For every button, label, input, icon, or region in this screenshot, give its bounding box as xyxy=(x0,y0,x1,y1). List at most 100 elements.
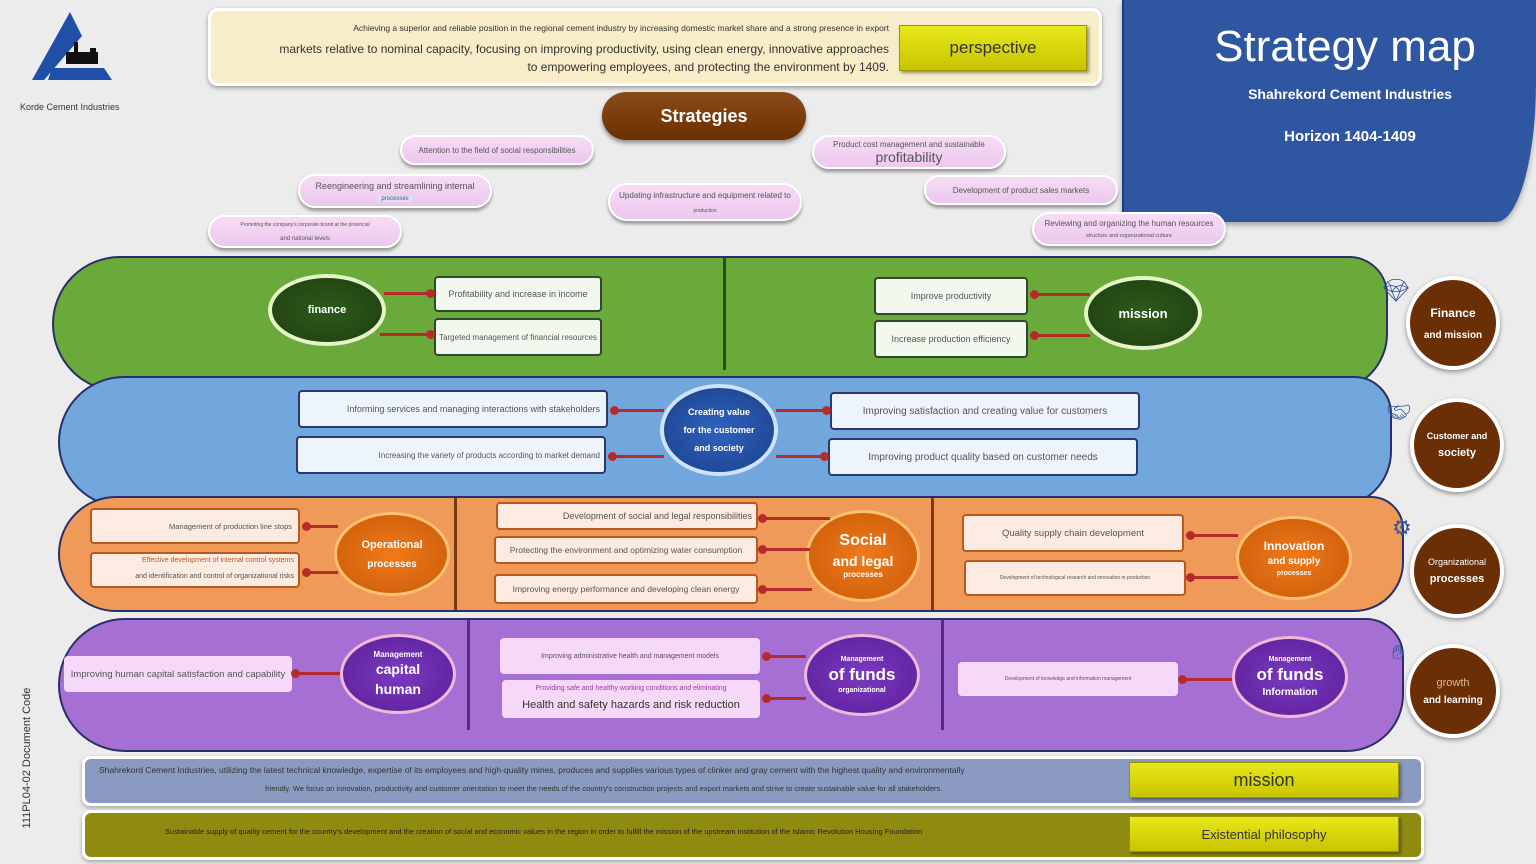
logo-triangle-icon xyxy=(32,12,112,80)
oval-label: processes xyxy=(843,570,883,580)
oval-label: for the customer xyxy=(683,425,755,435)
oval-label: Operational xyxy=(361,538,423,551)
perspective-label: perspective xyxy=(899,25,1087,71)
objective-box: Effective development of internal contro… xyxy=(90,552,300,588)
oval-label: processes xyxy=(367,558,417,570)
oval-label: Social xyxy=(839,532,887,550)
perspective-label: Finance xyxy=(1430,305,1476,320)
oval-label: of funds xyxy=(1256,665,1324,684)
vision-line-2: markets relative to nominal capacity, fo… xyxy=(279,42,889,56)
objective-box: Profitability and increase in income xyxy=(434,276,602,312)
vision-line-3: to empowering employees, and protecting … xyxy=(527,60,889,74)
objective-box: Informing services and managing interact… xyxy=(298,390,608,428)
band-divider xyxy=(931,498,934,610)
perspective-label: Organizational xyxy=(1427,557,1487,567)
strategy-pill: Reengineering and streamlining internal p… xyxy=(298,174,492,208)
strategy-text: Attention to the field of social respons… xyxy=(418,145,576,155)
strategy-text: Development of product sales markets xyxy=(952,185,1090,195)
gear-cycle-icon: ⚙ xyxy=(1392,515,1412,540)
objective-box: Providing safe and healthy working condi… xyxy=(502,680,760,718)
objective-text: Effective development of internal contro… xyxy=(141,557,294,564)
mission-text-1: Shahrekord Cement Industries, utilizing … xyxy=(99,765,965,775)
oval-label: of funds xyxy=(828,664,896,684)
strategy-pill: Reviewing and organizing the human resou… xyxy=(1032,212,1226,246)
oval-label: and society xyxy=(694,443,744,453)
objective-text: and identification and control of organi… xyxy=(135,573,294,580)
band-divider xyxy=(723,258,726,370)
perspective-label: and mission xyxy=(1423,329,1483,341)
objective-box: Improving administrative health and mana… xyxy=(500,638,760,674)
perspective-label: processes xyxy=(1429,573,1485,585)
document-code: 111PL04-02 Document Code xyxy=(21,687,33,829)
strategy-pill: Development of product sales markets xyxy=(924,175,1118,205)
mission-bar: Shahrekord Cement Industries, utilizing … xyxy=(82,756,1424,806)
page-title: Strategy map xyxy=(1214,22,1476,71)
strategy-text: Reviewing and organizing the human resou… xyxy=(1044,219,1214,228)
strategy-text: profitability xyxy=(875,148,943,165)
strategy-pill: Attention to the field of social respons… xyxy=(400,135,594,165)
band-divider xyxy=(454,498,457,610)
objective-box: Development of knowledge and information… xyxy=(958,662,1178,696)
perspective-customer: Customer and society xyxy=(1410,398,1504,492)
strategy-text: Reengineering and streamlining internal xyxy=(315,180,475,191)
mission-text-2: friendly. We focus on innovation, produc… xyxy=(265,784,943,793)
oval-label: and legal xyxy=(832,553,894,570)
objective-box: Increase production efficiency xyxy=(874,320,1028,358)
mission-label: mission xyxy=(1129,762,1399,798)
objective-box: Quality supply chain development xyxy=(962,514,1184,552)
oval-label: capital xyxy=(375,661,421,677)
objective-box: Targeted management of financial resourc… xyxy=(434,318,602,356)
strategy-pill: Promoting the company's corporate brand … xyxy=(208,215,402,248)
perspective-finance: Finance and mission xyxy=(1406,276,1500,370)
hand-icon: ✋︎ xyxy=(1392,642,1404,664)
philosophy-text: Sustainable supply of quality cement for… xyxy=(165,827,923,836)
company-subtitle: Shahrekord Cement Industries xyxy=(1248,86,1452,102)
perspective-label: Customer and xyxy=(1426,431,1488,441)
strategy-text: production xyxy=(693,207,717,214)
oval-label: finance xyxy=(307,304,347,316)
strategy-text: Promoting the company's corporate brand … xyxy=(240,221,370,228)
objective-text: Providing safe and healthy working condi… xyxy=(535,685,727,692)
oval-label: Management xyxy=(840,655,884,663)
objective-box: Increasing the variety of products accor… xyxy=(296,436,606,474)
vision-perspective-box: Achieving a superior and reliable positi… xyxy=(208,8,1102,86)
objective-box: Improving human capital satisfaction and… xyxy=(64,656,292,692)
band-divider xyxy=(467,620,470,730)
objective-box: Management of production line stops xyxy=(90,508,300,544)
vision-line-1: Achieving a superior and reliable positi… xyxy=(353,23,889,33)
company-name: Korde Cement Industries xyxy=(20,102,120,112)
strategy-text: processes xyxy=(377,195,413,202)
objective-box: Improving satisfaction and creating valu… xyxy=(830,392,1140,430)
objective-box: Improve productivity xyxy=(874,277,1028,315)
strategy-text: structure and organizational culture xyxy=(1086,233,1172,239)
oval-label: mission xyxy=(1118,305,1168,321)
company-logo xyxy=(30,12,114,82)
perspective-label: and learning xyxy=(1423,694,1483,706)
oval-label: human xyxy=(375,680,421,697)
objective-text: Health and safety hazards and risk reduc… xyxy=(522,699,740,711)
oval-label: Innovation xyxy=(1263,538,1325,553)
objective-box: Improving product quality based on custo… xyxy=(828,438,1138,476)
perspective-label: society xyxy=(1438,447,1476,459)
strategies-heading: Strategies xyxy=(602,92,806,140)
title-banner: Strategy map Shahrekord Cement Industrie… xyxy=(1122,0,1536,222)
mission-oval: mission xyxy=(1084,276,1202,350)
objective-box: Development of social and legal responsi… xyxy=(496,502,758,530)
objective-box: Development of technological research an… xyxy=(964,560,1186,596)
objective-box: Protecting the environment and optimizin… xyxy=(494,536,758,564)
oval-label: organizational xyxy=(838,687,886,695)
oval-label: processes xyxy=(1276,569,1312,577)
perspective-processes: Organizational processes xyxy=(1410,524,1504,618)
strategy-text: and national levels xyxy=(280,235,330,242)
oval-label: Management xyxy=(373,649,423,659)
horizon-label: Horizon 1404-1409 xyxy=(1284,128,1416,145)
diamond-icon: 💎︎ xyxy=(1382,278,1410,303)
finance-oval: finance xyxy=(268,274,386,346)
